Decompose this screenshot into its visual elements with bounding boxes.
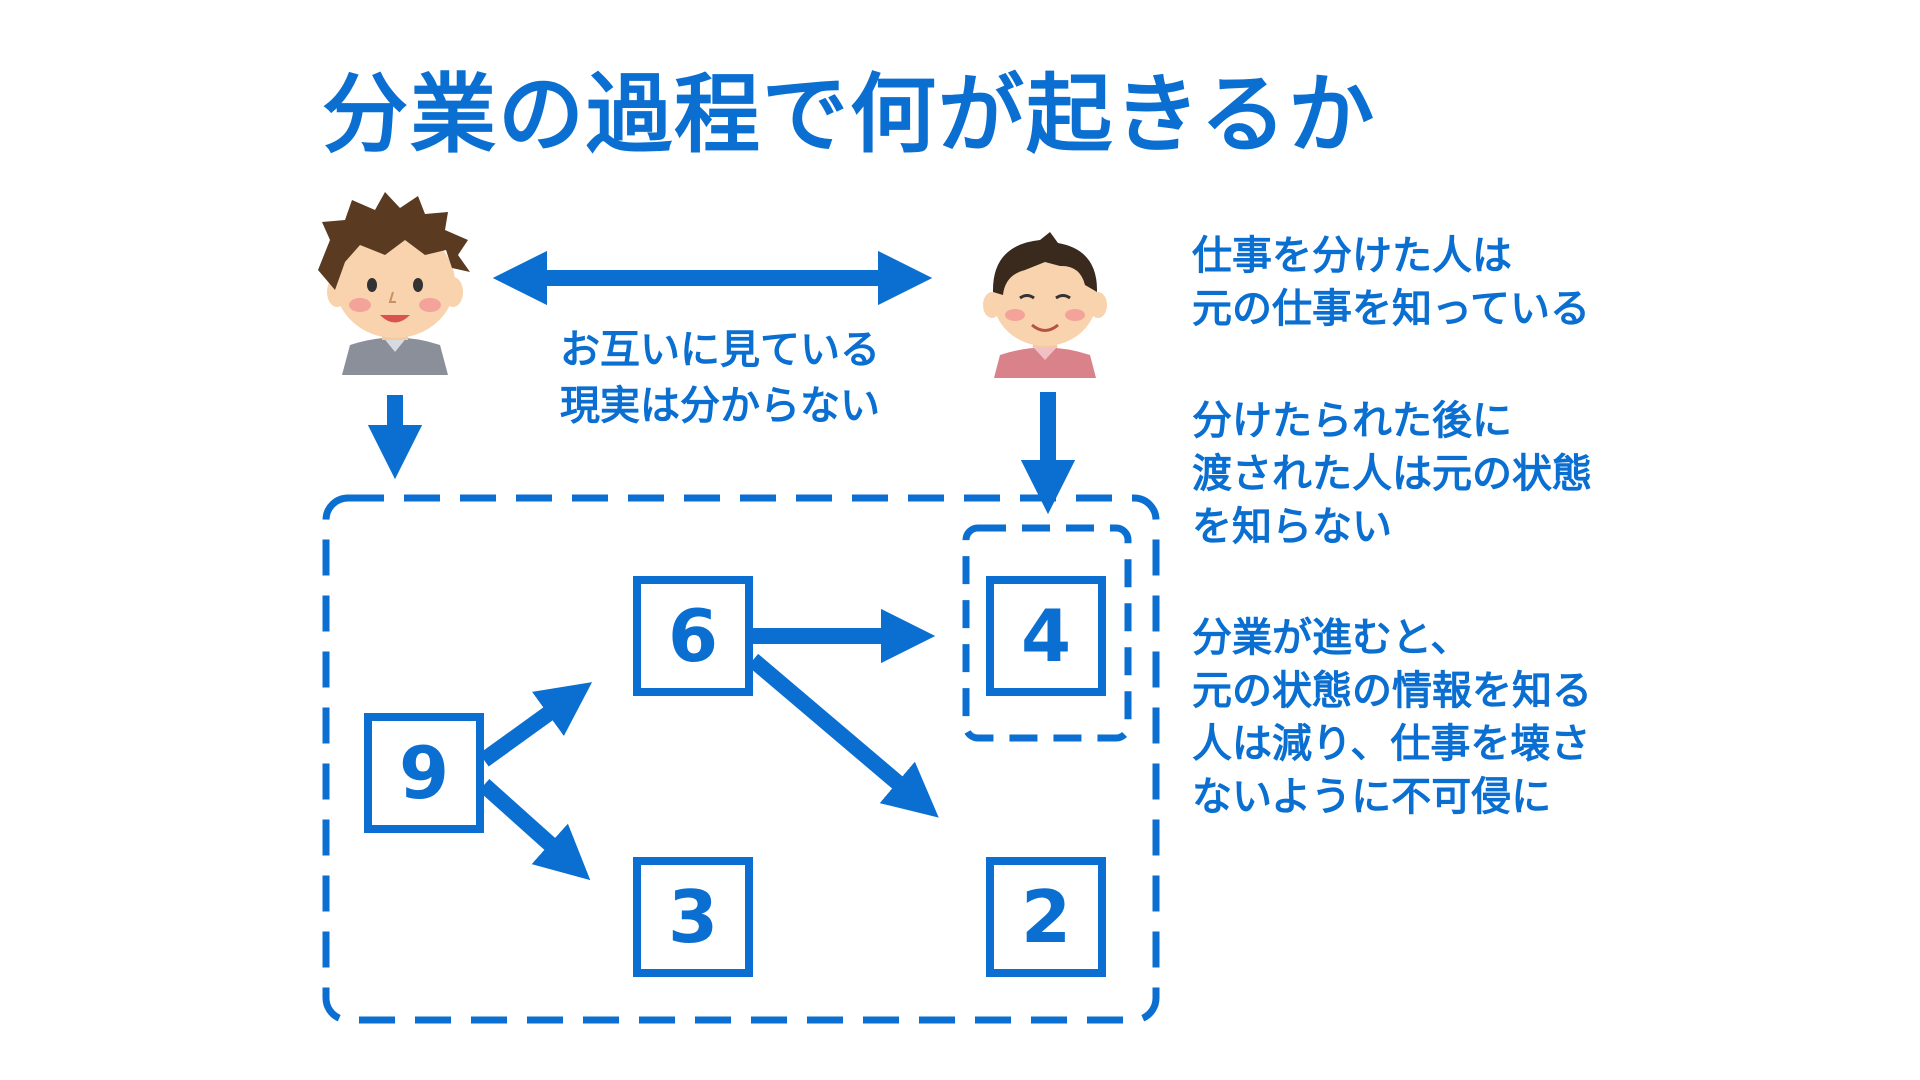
focus-frame <box>962 524 1132 742</box>
note-line: 分けたられた後に <box>1192 398 1512 444</box>
mutual-unknown-note: お互いに見ている 現実は分からない <box>520 322 920 434</box>
note-line: 人は減り、仕事を壊さ <box>1192 721 1591 767</box>
arrow-6-to-2 <box>747 653 939 818</box>
task-box-4: 4 <box>986 576 1106 696</box>
note-divider-knows: 仕事を分けた人は 元の仕事を知っている <box>1192 230 1892 336</box>
note-line: 元の状態の情報を知る <box>1192 668 1592 714</box>
task-box-2: 2 <box>986 857 1106 977</box>
center-note-line: 現実は分からない <box>560 383 880 429</box>
person-short-hair-icon <box>983 232 1107 378</box>
task-box-6: 6 <box>633 576 753 696</box>
task-box-3: 3 <box>633 857 753 977</box>
arrow-9-to-6 <box>479 682 593 767</box>
page-title: 分業の過程で何が起きるか <box>322 65 1377 165</box>
work-area-frame <box>322 494 1160 1024</box>
note-line: ないように不可侵に <box>1192 774 1552 820</box>
arrow-9-to-3 <box>478 779 591 881</box>
note-line: 渡された人は元の状態 <box>1192 451 1592 497</box>
note-line: を知らない <box>1192 504 1392 550</box>
task-box-9: 9 <box>364 713 484 833</box>
note-division-progress: 分業が進むと、 元の状態の情報を知る 人は減り、仕事を壊さ ないように不可侵に <box>1192 612 1892 824</box>
note-line: 分業が進むと、 <box>1192 615 1471 661</box>
person-spiky-hair-icon <box>318 192 470 375</box>
note-line: 仕事を分けた人は <box>1192 233 1512 279</box>
note-receiver-unknown: 分けたられた後に 渡された人は元の状態 を知らない <box>1192 395 1892 554</box>
note-line: 元の仕事を知っている <box>1192 286 1590 332</box>
center-note-line: お互いに見ている <box>560 327 880 373</box>
